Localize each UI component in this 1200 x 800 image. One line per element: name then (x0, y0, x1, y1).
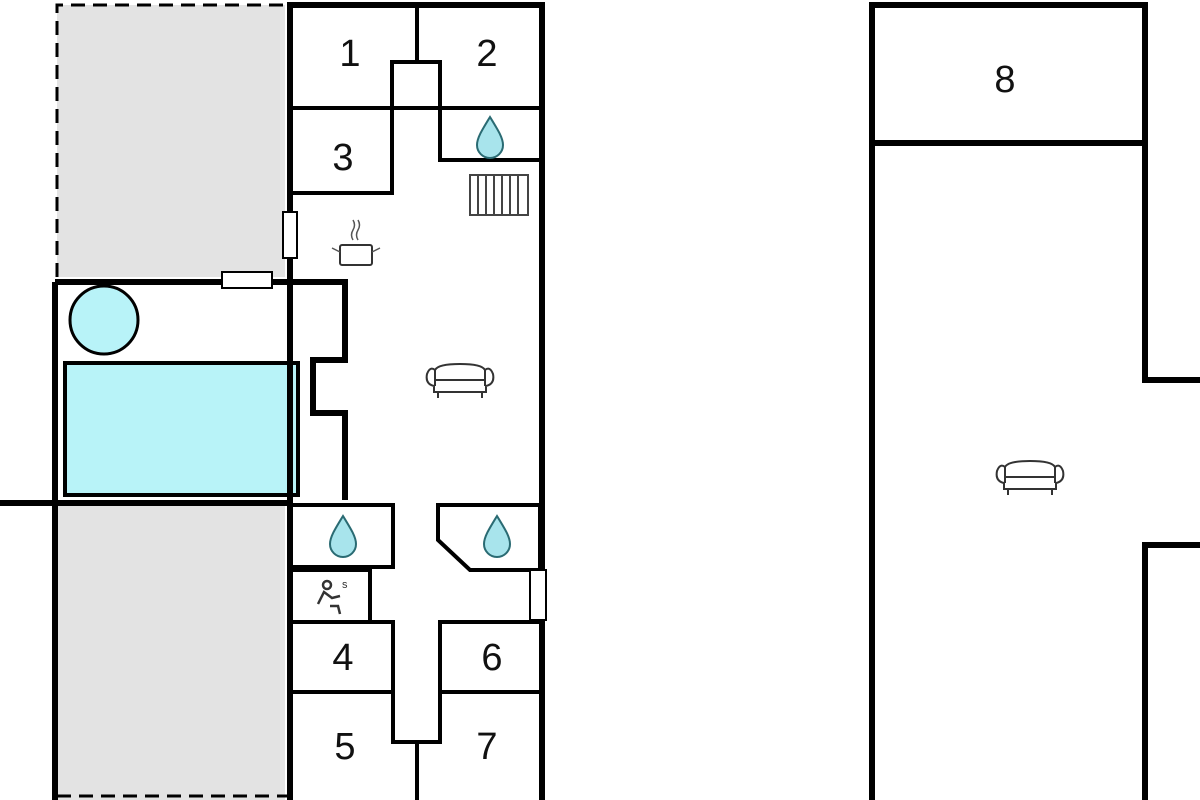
svg-text:s: s (342, 579, 348, 591)
water-drop-icon (475, 115, 505, 159)
terrace-top (57, 5, 285, 277)
room-label-1: 1 (339, 33, 360, 75)
window (529, 569, 547, 621)
room-label-7: 7 (476, 726, 497, 768)
radiator-icon (469, 174, 529, 216)
terrace-bottom (57, 506, 285, 800)
hot-tub-icon (68, 284, 140, 356)
room-label-2: 2 (476, 33, 497, 75)
water-drop-icon (328, 514, 358, 558)
sofa-icon (425, 362, 495, 398)
room-label-4: 4 (332, 637, 353, 679)
main-building-wall (287, 2, 545, 800)
window (282, 211, 298, 259)
window (221, 271, 273, 289)
right-building-wall (869, 2, 1200, 800)
room-label-8: 8 (994, 59, 1015, 101)
room-label-3: 3 (332, 137, 353, 179)
pool-area-wall (0, 279, 348, 800)
interior-walls (290, 5, 542, 800)
sauna-icon: s (316, 579, 348, 615)
terrace-top-border (55, 3, 290, 277)
room-label-5: 5 (334, 726, 355, 768)
pool (63, 361, 300, 497)
water-drop-icon (482, 514, 512, 558)
room-label-6: 6 (481, 637, 502, 679)
cooking-pot-icon (331, 219, 381, 266)
sofa-icon (995, 459, 1065, 495)
